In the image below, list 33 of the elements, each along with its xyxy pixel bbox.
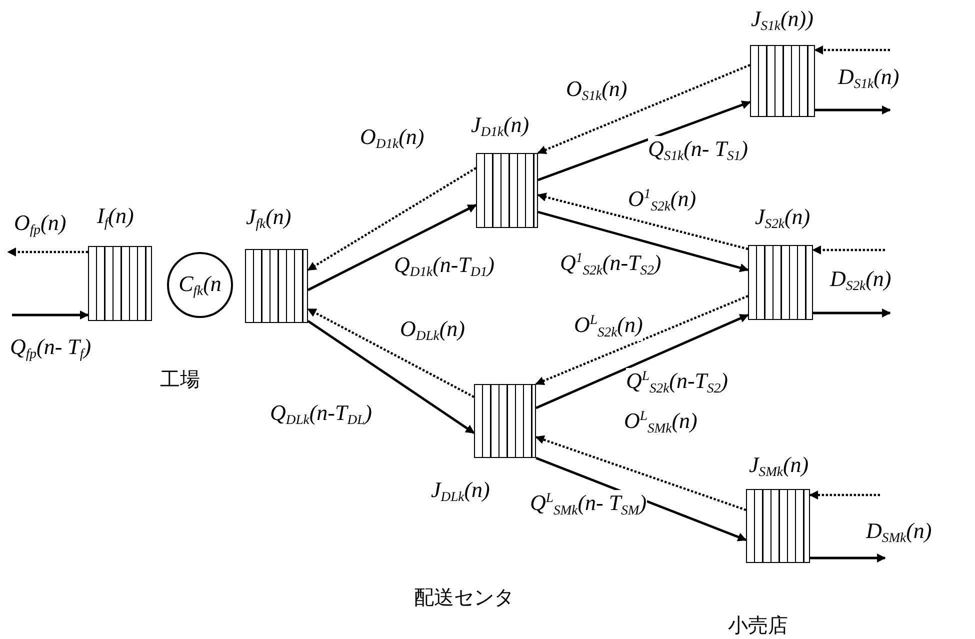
arrow xyxy=(307,308,475,398)
arrow xyxy=(536,456,747,542)
arrow xyxy=(815,106,891,114)
arrow xyxy=(814,46,890,54)
arrow xyxy=(535,435,746,512)
buffer-label: J$_{S1k}$(n)) xyxy=(751,6,814,34)
edge-label: O$^{L}$$_{S2k}$(n) xyxy=(574,312,643,341)
process-circle xyxy=(167,252,233,318)
buffer-label: J$_{SMk}$(n) xyxy=(749,452,809,480)
arrow xyxy=(813,308,891,318)
arrow xyxy=(535,294,748,386)
arrow xyxy=(536,314,749,410)
arrow xyxy=(307,320,475,434)
arrow xyxy=(307,167,477,271)
arrow xyxy=(307,204,477,292)
arrow xyxy=(538,210,749,272)
arrow xyxy=(537,64,750,154)
stage-caption: 工場 xyxy=(160,366,200,393)
arrow xyxy=(7,248,88,256)
arrow xyxy=(812,246,885,254)
circle-label: C$_{fk}$(n xyxy=(178,270,222,300)
buffer-label: I$_{f}$(n) xyxy=(97,203,134,232)
stage-caption: 配送センタ xyxy=(414,584,514,611)
arrow xyxy=(538,100,751,182)
arrow xyxy=(537,192,748,250)
stage-caption: 小売店 xyxy=(728,612,788,639)
buffer-label: J$_{D1k}$(n) xyxy=(471,112,530,140)
buffer-label: J$_{fk}$(n) xyxy=(246,204,292,232)
buffer-label: J$_{DLk}$(n) xyxy=(431,477,490,506)
arrow xyxy=(809,490,880,500)
arrow xyxy=(810,554,886,562)
buffer-label: J$_{S2k}$(n) xyxy=(755,204,810,232)
arrow xyxy=(12,310,89,320)
